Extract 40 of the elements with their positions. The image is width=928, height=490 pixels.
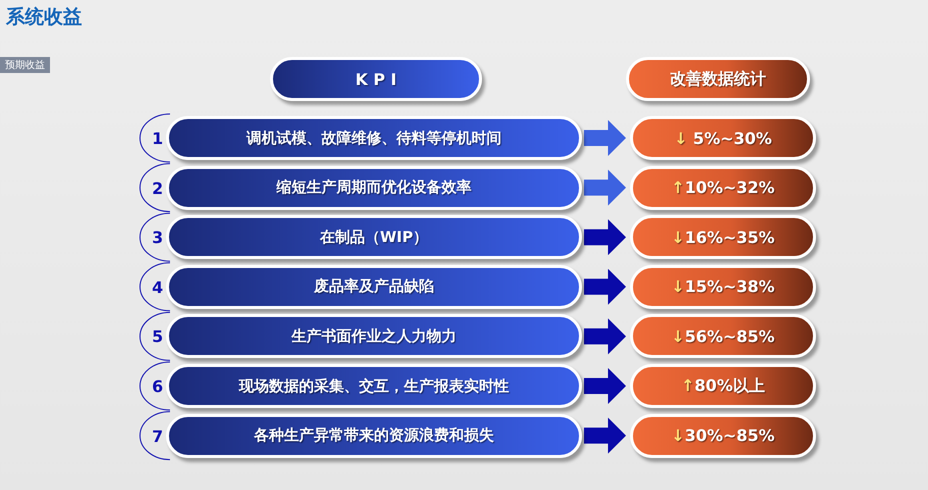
result-pill [630, 314, 816, 358]
pill-text: ↓56%~85% [671, 326, 775, 346]
section-tag: 预期收益 [0, 57, 50, 73]
result-pill [630, 364, 816, 408]
result-pill [630, 166, 816, 210]
result-pill [630, 215, 816, 260]
pill-text: 调机试模、故障维修、待料等停机时间 [246, 128, 502, 148]
pill-text: 生产书面作业之人力物力 [292, 326, 456, 346]
pill-text: ↓30%~85% [671, 426, 775, 446]
pill-text: 现场数据的采集、交互，生产报表实时性 [239, 376, 509, 396]
block-arrow [584, 318, 626, 354]
pill-text: ↓ 5%~30% [674, 128, 772, 148]
pill-text: ↓15%~38% [671, 277, 775, 296]
row-number: 2 [152, 178, 164, 198]
pill-text: 废品率及产品缺陷 [314, 277, 434, 296]
pill-text: ↑80%以上 [681, 376, 765, 396]
row-number: 3 [152, 228, 164, 248]
block-arrow [584, 120, 626, 156]
block-arrow [584, 418, 626, 454]
page-title: 系统收益 [6, 5, 82, 30]
row-number: 7 [152, 426, 164, 446]
result-pill [630, 414, 816, 458]
pill-text: 改善数据统计 [670, 68, 766, 90]
header-pill [626, 57, 810, 101]
block-arrow [584, 368, 626, 404]
result-pill [630, 116, 816, 160]
pill-text: K P I [355, 70, 397, 88]
block-arrow [584, 170, 626, 206]
row-number: 6 [152, 377, 164, 396]
pill-text: 在制品（WIP） [320, 228, 428, 247]
result-pill [630, 264, 816, 309]
pill-text: 缩短生产周期而优化设备效率 [276, 178, 472, 198]
row-number: 5 [152, 327, 164, 346]
row-number: 1 [152, 129, 164, 148]
header-pill [270, 57, 482, 101]
row-number: 4 [152, 278, 164, 297]
block-arrow [584, 268, 626, 305]
pill-text: ↑10%~32% [671, 178, 775, 198]
pill-text: 各种生产异常带来的资源浪费和损失 [254, 426, 494, 446]
pill-text: ↓16%~35% [671, 228, 775, 247]
